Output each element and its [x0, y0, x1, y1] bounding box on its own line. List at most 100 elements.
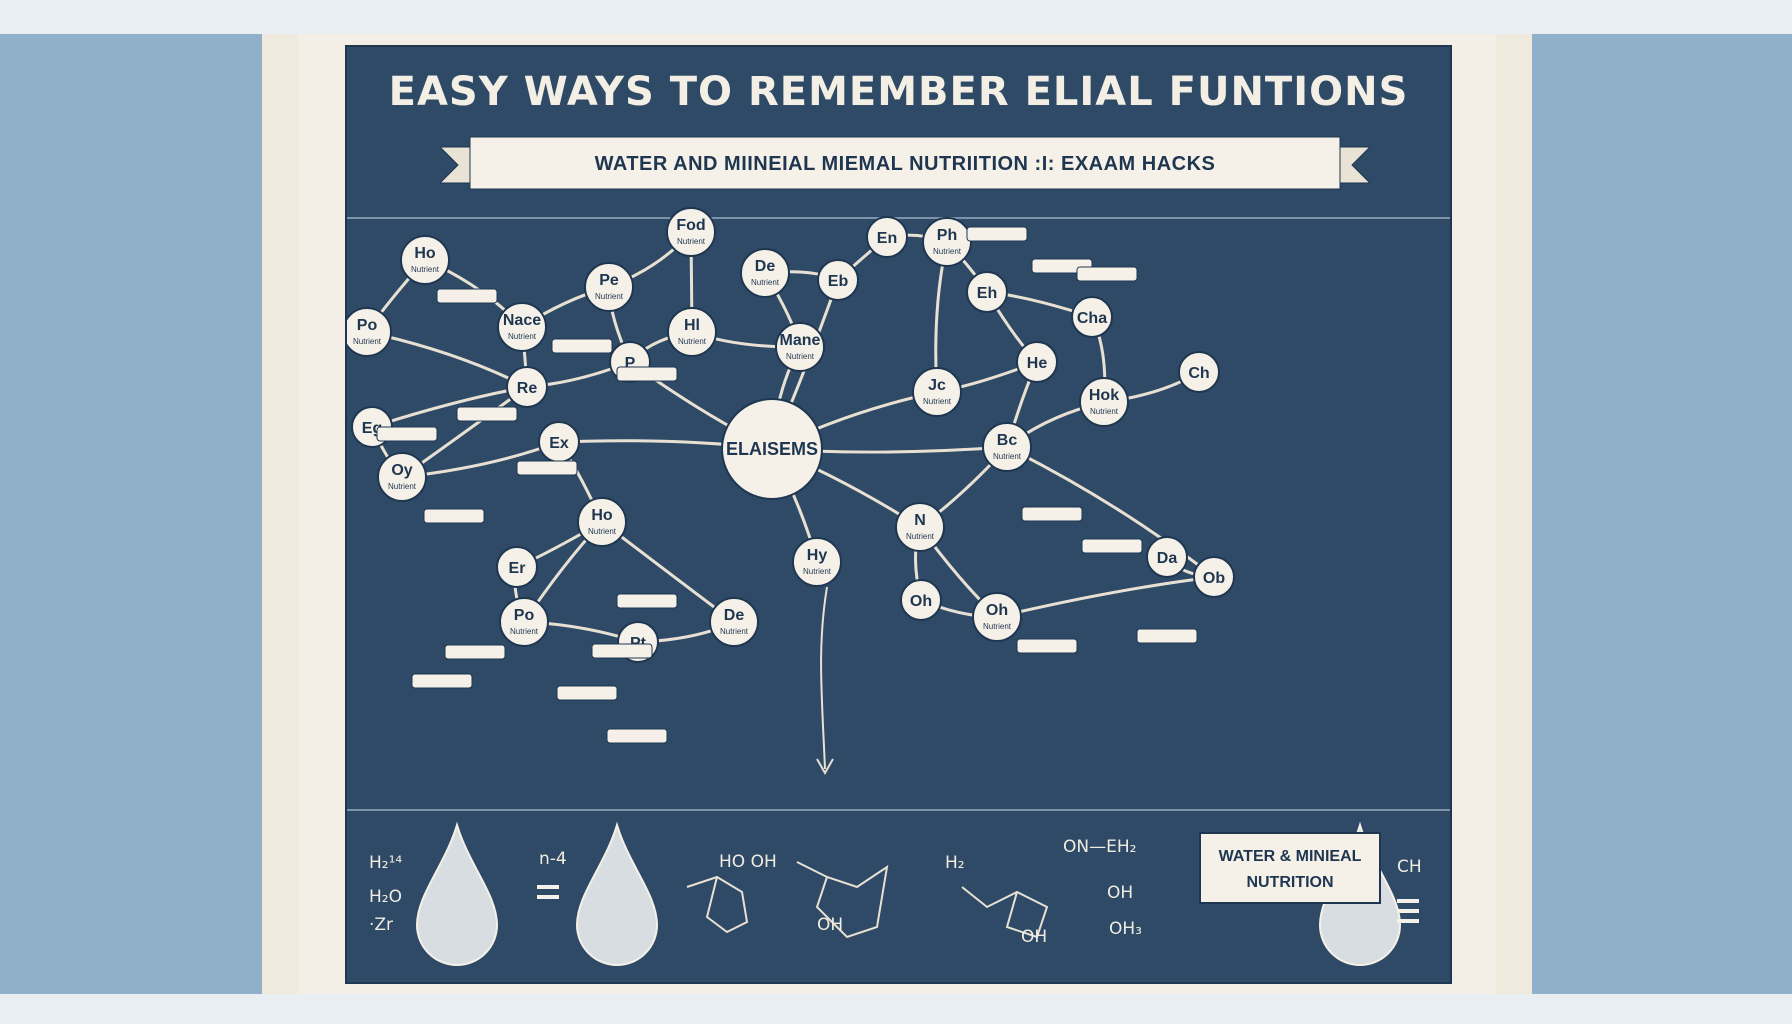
node-label: Hok: [1089, 387, 1119, 404]
node-sublabel: Nutrient: [933, 247, 962, 256]
note-pill: [423, 508, 485, 524]
node-sublabel: Nutrient: [906, 532, 935, 541]
right-paper-edge: [1496, 34, 1532, 994]
node-label: Re: [517, 380, 538, 397]
node-sublabel: Nutrient: [923, 397, 952, 406]
node-sublabel: Nutrient: [677, 237, 706, 246]
water-mineral-line1: WATER & MINIEAL: [1218, 848, 1362, 865]
node-label: De: [724, 607, 745, 624]
note-pill: [1021, 506, 1083, 522]
formula-10: OH₃: [1109, 919, 1142, 939]
node-sublabel: Nutrient: [803, 567, 832, 576]
node-n24: N Nutrient: [895, 502, 945, 552]
node-label: Bc: [997, 432, 1018, 449]
equals-icon: [537, 885, 559, 889]
connector-line: [1005, 445, 1216, 579]
note-pill: [411, 673, 473, 689]
node-n33: Da: [1146, 536, 1188, 578]
node-label: Oh: [986, 602, 1008, 619]
node-sublabel: Nutrient: [588, 527, 617, 536]
water-mineral-line2: NUTRITION: [1246, 874, 1334, 891]
node-sublabel: Nutrient: [1090, 407, 1119, 416]
note-pill: [376, 426, 438, 442]
node-sublabel: Nutrient: [983, 622, 1012, 631]
node-label: Hl: [684, 317, 700, 334]
left-side-panel: [0, 34, 262, 994]
node-n11: Eh: [966, 271, 1008, 313]
node-label: N: [914, 512, 926, 529]
note-pill: [591, 643, 653, 659]
top-divider: [347, 217, 1450, 219]
note-pill: [436, 288, 498, 304]
node-sublabel: Nutrient: [678, 337, 707, 346]
water-mineral-label: WATER & MINIEAL NUTRITION: [1199, 832, 1381, 904]
node-label: Cha: [1077, 310, 1107, 327]
node-label: Oh: [910, 593, 932, 610]
equals-icon: [537, 895, 559, 899]
node-label: Fod: [676, 217, 705, 234]
formula-12: CH: [1397, 857, 1422, 877]
water-drop-icon: [415, 821, 499, 966]
node-label: Pe: [599, 272, 619, 289]
note-pill: [606, 728, 668, 744]
node-label: He: [1027, 355, 1048, 372]
formula-8: H₂: [945, 853, 965, 873]
node-label: P: [625, 355, 636, 372]
node-sublabel: Nutrient: [751, 278, 780, 287]
node-sublabel: Nutrient: [993, 452, 1022, 461]
node-n25: Er: [496, 546, 538, 588]
molecule-sketch: [796, 861, 889, 939]
center-node: ELAISEMS: [721, 398, 823, 500]
note-pill: [1076, 266, 1138, 282]
node-label: Ob: [1203, 570, 1225, 587]
subtitle-ribbon: [440, 136, 1370, 190]
connector-line: [995, 575, 1216, 619]
arrow-icon: [816, 586, 834, 776]
node-label: Po: [357, 317, 378, 334]
node-n16: Ch: [1178, 351, 1220, 393]
node-label: Er: [509, 560, 526, 577]
note-pill: [966, 226, 1028, 242]
note-pill: [516, 460, 578, 476]
formula-7: ON—EH₂: [1063, 837, 1137, 857]
node-label: Ex: [549, 435, 569, 452]
left-paper-edge: [262, 34, 298, 994]
node-sublabel: Nutrient: [411, 265, 440, 274]
note-pill: [1136, 628, 1198, 644]
equals-icon: [1397, 919, 1419, 923]
bottom-divider: [347, 809, 1450, 811]
note-pill: [616, 366, 678, 382]
formula-4: n-4: [539, 849, 567, 869]
note-pill: [444, 644, 506, 660]
node-n14: He: [1016, 341, 1058, 383]
poster-title: EASY WAYS TO REMEMBER ELIAL FUNTIONS: [388, 69, 1409, 115]
node-sublabel: Nutrient: [508, 332, 537, 341]
formula-2: H₂O: [369, 887, 402, 907]
formula-1: H₂¹⁴: [369, 853, 403, 873]
node-n30: Oh: [900, 579, 942, 621]
node-n32: Ob: [1193, 556, 1235, 598]
formula-6: OH: [817, 915, 844, 935]
note-pill: [1081, 538, 1143, 554]
formula-5: HO OH: [719, 852, 777, 872]
note-pill: [1016, 638, 1078, 654]
node-label: Hy: [807, 547, 828, 564]
node-label: Da: [1157, 550, 1178, 567]
node-label: Oy: [391, 462, 412, 479]
water-drop-icon: [575, 821, 659, 966]
node-label: En: [877, 230, 897, 247]
